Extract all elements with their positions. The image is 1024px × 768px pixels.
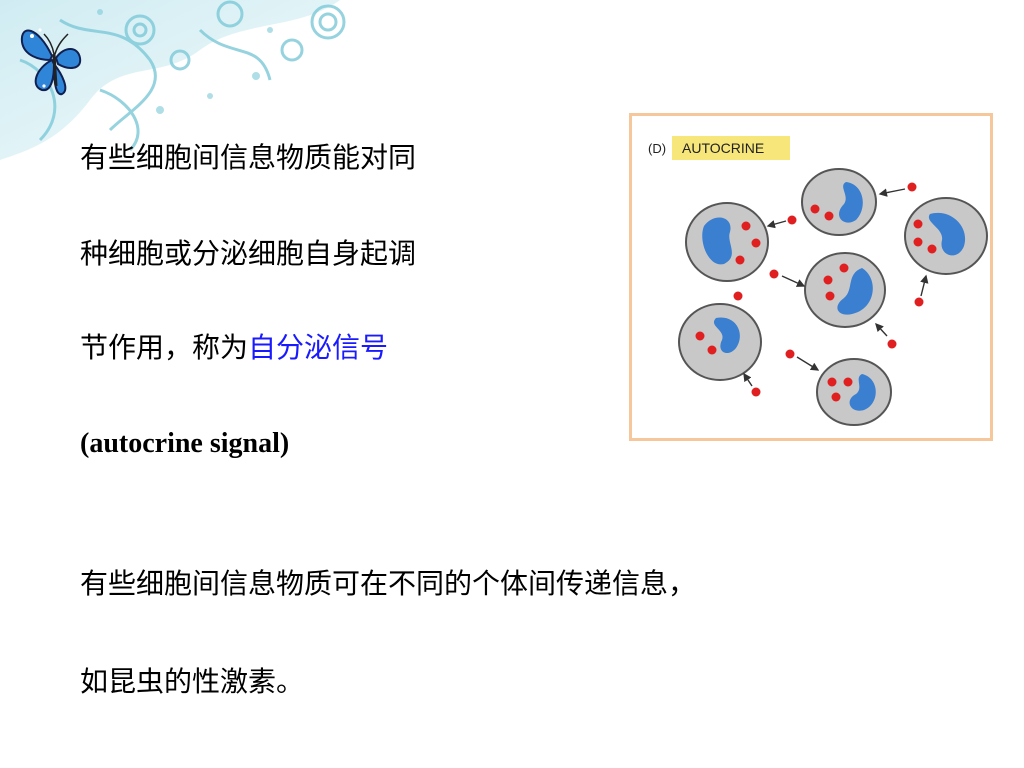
cell-left [685, 202, 769, 282]
autocrine-figure: (D) AUTOCRINE [629, 113, 993, 441]
signal-arrows [743, 188, 929, 387]
floral-decoration [0, 0, 346, 160]
autocrine-diagram: (D) AUTOCRINE [648, 136, 988, 426]
cell-right [904, 197, 988, 275]
cell-top [801, 168, 877, 236]
autocrine-english-term: (autocrine signal) [80, 428, 290, 459]
body-line-3: 节作用，称为自分泌信号 [80, 330, 388, 366]
body-line-1: 有些细胞间信息物质能对同 [80, 141, 417, 174]
body-line-2: 种细胞或分泌细胞自身起调 [80, 237, 417, 270]
autocrine-term: 自分泌信号 [248, 331, 389, 364]
autocrine-label: AUTOCRINE [682, 140, 764, 156]
panel-letter: (D) [648, 141, 666, 156]
body-line-6: 如昆虫的性激素。 [80, 665, 305, 698]
butterfly-icon [20, 28, 82, 96]
cell-center [804, 252, 886, 328]
body-line-5: 有些细胞间信息物质可在不同的个体间传递信息， [80, 567, 697, 600]
signal-molecules [733, 182, 924, 397]
cell-bottom-left [678, 303, 762, 381]
body-line-3-prefix: 节作用，称为 [80, 331, 249, 364]
cell-bottom-right [816, 358, 892, 426]
autocrine-label-box [672, 136, 790, 160]
